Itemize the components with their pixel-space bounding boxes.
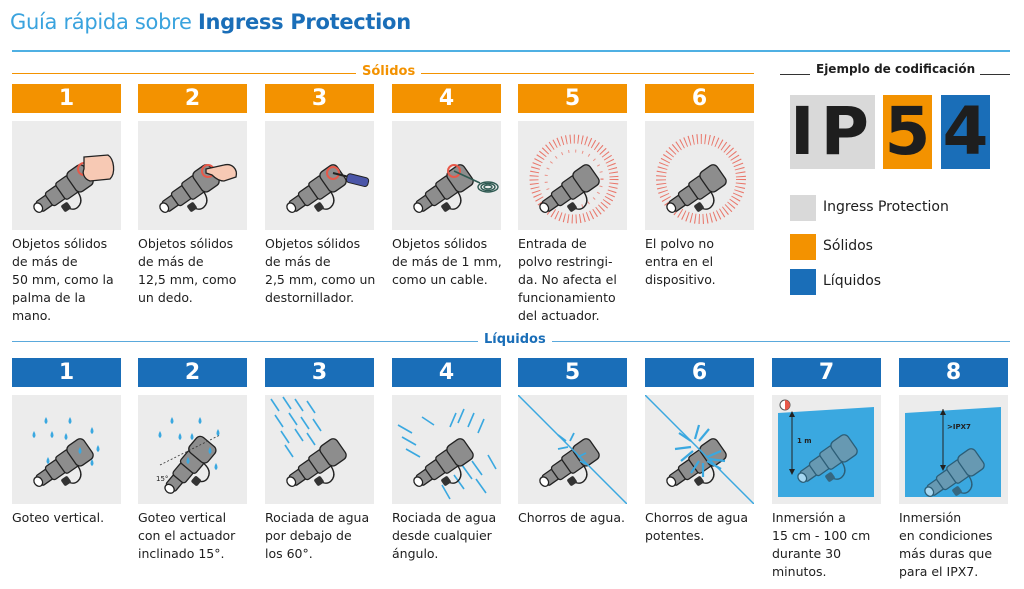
liquids-desc-6: Chorros de agua potentes. bbox=[645, 510, 748, 543]
cable-icon bbox=[392, 121, 501, 230]
solids-level-5: 5 bbox=[518, 84, 627, 113]
angle-label: 15° bbox=[156, 475, 168, 483]
screwdriver-icon bbox=[265, 121, 374, 230]
legend-swatch-blue bbox=[790, 269, 816, 295]
solids-level-6: 6 bbox=[645, 84, 754, 113]
example-rule-right bbox=[980, 74, 1010, 75]
legend-label: Líquidos bbox=[823, 273, 882, 289]
solids-desc-5: Entrada de polvo restringi- da. No afect… bbox=[518, 236, 617, 323]
liquids-section-heading: Líquidos bbox=[12, 332, 1010, 348]
page-title-bold: Ingress Protection bbox=[198, 10, 411, 34]
legend-label: Ingress Protection bbox=[823, 199, 949, 215]
vertical-drip-icon bbox=[12, 395, 121, 504]
solids-desc-2: Objetos sólidos de más de 12,5 mm, como … bbox=[138, 236, 237, 305]
liquids-level-5: 5 bbox=[518, 358, 627, 387]
example-rule-left bbox=[780, 74, 810, 75]
solids-level-1: 1 bbox=[12, 84, 121, 113]
page-title: Guía rápida sobre Ingress Protection bbox=[10, 10, 411, 34]
tilted-drip-icon: 15° bbox=[138, 395, 247, 504]
solids-level-2: 2 bbox=[138, 84, 247, 113]
liquids-desc-2: Goteo vertical con el actuador inclinado… bbox=[138, 510, 236, 561]
depth-label: 1 m bbox=[797, 437, 812, 445]
solids-desc-3: Objetos sólidos de más de 2,5 mm, como u… bbox=[265, 236, 376, 305]
powerful-jet-icon bbox=[645, 395, 754, 504]
hand-palm-icon bbox=[12, 121, 121, 230]
page-title-light: Guía rápida sobre bbox=[10, 10, 192, 34]
dust-restricted-icon bbox=[518, 121, 627, 230]
water-jet-icon bbox=[518, 395, 627, 504]
solids-desc-4: Objetos sólidos de más de 1 mm, como un … bbox=[392, 236, 502, 287]
liquids-level-1: 1 bbox=[12, 358, 121, 387]
solids-desc-1: Objetos sólidos de más de 50 mm, como la… bbox=[12, 236, 114, 323]
liquids-level-3: 3 bbox=[265, 358, 374, 387]
solids-heading-label: Sólidos bbox=[356, 64, 422, 79]
liquids-level-2: 2 bbox=[138, 358, 247, 387]
solids-level-3: 3 bbox=[265, 84, 374, 113]
solids-level-4: 4 bbox=[392, 84, 501, 113]
dust-tight-icon bbox=[645, 121, 754, 230]
liquids-level-6: 6 bbox=[645, 358, 754, 387]
immersion-deep-icon: >IPX7 bbox=[899, 395, 1008, 504]
liquids-level-4: 4 bbox=[392, 358, 501, 387]
liquids-level-7: 7 bbox=[772, 358, 881, 387]
example-heading-label: Ejemplo de codificación bbox=[816, 62, 976, 76]
legend-swatch-gray bbox=[790, 195, 816, 221]
liquids-heading-label: Líquidos bbox=[478, 332, 552, 347]
liquids-desc-4: Rociada de agua desde cualquier ángulo. bbox=[392, 510, 497, 561]
legend-label: Sólidos bbox=[823, 238, 873, 254]
liquids-desc-1: Goteo vertical. bbox=[12, 510, 105, 525]
ip-prefix-box: IP bbox=[790, 93, 875, 170]
solids-desc-6: El polvo no entra en el dispositivo. bbox=[645, 236, 716, 287]
spray-any-angle-icon bbox=[392, 395, 501, 504]
ip-liquid-digit: 4 bbox=[941, 93, 990, 170]
finger-icon bbox=[138, 121, 247, 230]
liquids-desc-7: Inmersión a 15 cm - 100 cm durante 30 mi… bbox=[772, 510, 871, 579]
liquids-desc-5: Chorros de agua. bbox=[518, 510, 625, 525]
ip-solid-digit: 5 bbox=[883, 93, 932, 170]
liquids-desc-3: Rociada de agua por debajo de los 60°. bbox=[265, 510, 370, 561]
immersion-1m-icon: 1 m bbox=[772, 395, 881, 504]
spray-60-icon bbox=[265, 395, 374, 504]
legend-swatch-orange bbox=[790, 234, 816, 260]
depth-label: >IPX7 bbox=[947, 423, 971, 431]
liquids-desc-8: Inmersión en condiciones más duras que p… bbox=[899, 510, 993, 579]
solids-section-heading: Sólidos bbox=[12, 64, 754, 80]
title-divider bbox=[12, 50, 1010, 52]
example-heading: Ejemplo de codificación bbox=[780, 62, 1010, 78]
liquids-level-8: 8 bbox=[899, 358, 1008, 387]
